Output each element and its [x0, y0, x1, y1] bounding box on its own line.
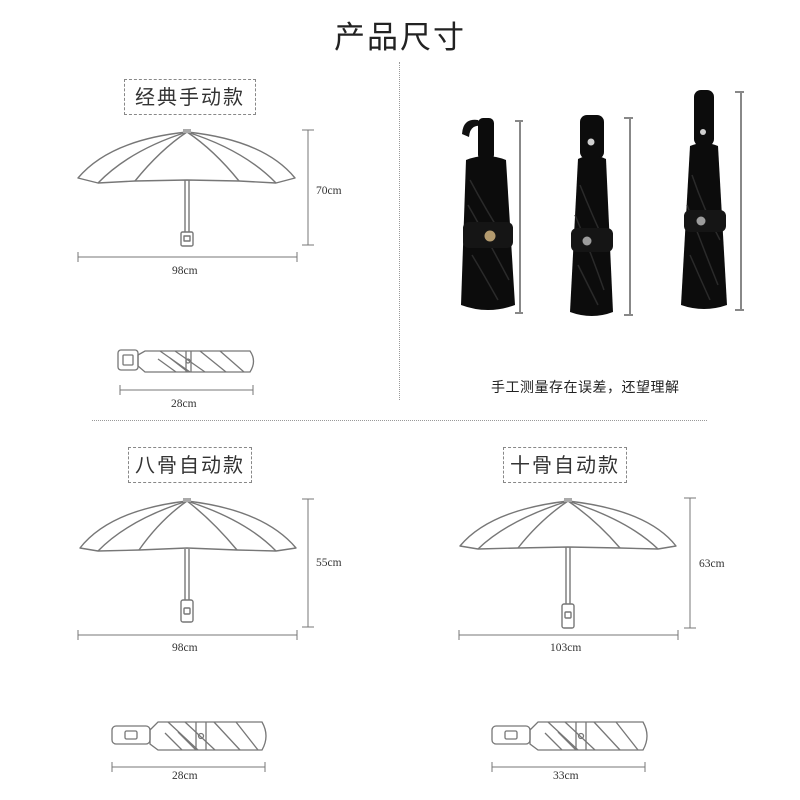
eight-rib-fold-length-label: 28cm	[172, 770, 198, 782]
photo-umbrella-3-height	[735, 91, 744, 311]
ten-rib-fold-length-dim	[491, 762, 646, 772]
classic-canopy	[77, 131, 296, 184]
classic-width-dim	[77, 252, 298, 262]
page-title: 产品尺寸	[334, 20, 466, 56]
horizontal-divider	[92, 420, 707, 421]
ten-rib-width-label: 103cm	[550, 642, 582, 654]
photo-umbrella-1	[461, 118, 515, 310]
photo-umbrella-2-height	[624, 117, 633, 316]
classic-label: 经典手动款	[124, 79, 256, 115]
ten-rib-height-dim	[684, 497, 696, 629]
ten-rib-label: 十骨自动款	[503, 447, 627, 483]
classic-fold-length-label: 28cm	[171, 398, 197, 410]
classic-width-label: 98cm	[172, 265, 198, 277]
ten-rib-fold-length-label: 33cm	[553, 770, 579, 782]
classic-height-label: 70cm	[316, 185, 342, 197]
eight-rib-canopy	[79, 500, 297, 552]
ten-rib-canopy	[459, 500, 677, 550]
measurement-note: 手工测量存在误差，还望理解	[491, 380, 680, 396]
ten-rib-height-label: 63cm	[699, 558, 725, 570]
classic-height-dim	[302, 129, 314, 246]
ten-rib-width-dim	[458, 630, 679, 640]
classic-fold-length-dim	[119, 385, 254, 395]
eight-rib-width-label: 98cm	[172, 642, 198, 654]
photo-umbrella-1-height	[515, 120, 523, 314]
eight-rib-width-dim	[77, 630, 298, 640]
eight-rib-height-label: 55cm	[316, 557, 342, 569]
eight-rib-height-dim	[302, 498, 314, 628]
photo-umbrella-3	[681, 90, 727, 309]
photo-umbrella-2	[570, 115, 613, 316]
vertical-divider	[399, 62, 400, 400]
eight-rib-fold-length-dim	[111, 762, 266, 772]
eight-rib-label: 八骨自动款	[128, 447, 252, 483]
